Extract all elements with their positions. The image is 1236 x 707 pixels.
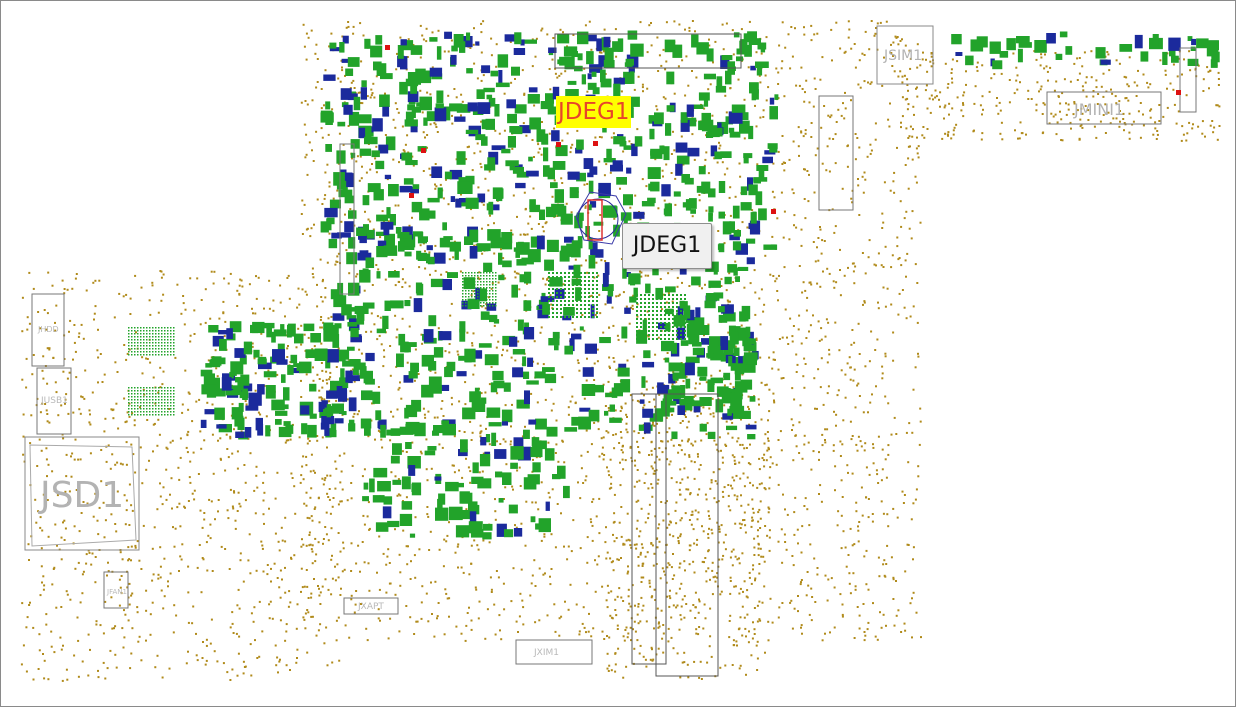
ref-label-jsim1: JSIM1 <box>884 48 923 64</box>
ddr-slot-outline <box>655 393 719 677</box>
red-marker <box>385 45 390 50</box>
pad-field <box>601 380 772 680</box>
bga-pins <box>636 294 686 340</box>
vertical-connector-outline <box>339 143 355 295</box>
sd-card-slot-outline <box>24 436 140 551</box>
ref-label-jfan1: JFAN1 <box>107 588 127 596</box>
fan-connector-outline <box>103 571 129 609</box>
hdd-connector-outline <box>31 293 65 367</box>
bga-pins <box>548 272 598 318</box>
ref-label-jxapt: JXAPT <box>358 602 384 612</box>
side-connector-outline <box>1179 47 1197 113</box>
mini-card-slot-outline <box>1046 91 1162 125</box>
red-marker <box>421 148 426 153</box>
component-cluster <box>362 421 570 540</box>
bottom-connector-outline <box>343 597 399 615</box>
connector-pins <box>128 327 175 356</box>
pad-field <box>900 50 1221 142</box>
component-cluster <box>200 321 359 440</box>
component-tooltip: JDEG1 <box>622 223 712 269</box>
red-marker <box>556 142 561 147</box>
selection-hull <box>575 191 627 245</box>
ref-label-jhdd: JHDD <box>38 325 59 334</box>
side-connector-outline <box>818 95 854 211</box>
search-highlight-label[interactable]: JDEG1 <box>556 96 632 128</box>
ref-label-jxim1: JXIM1 <box>534 648 559 658</box>
bottom-connector-outline <box>515 639 593 665</box>
ref-label-jsd1: JSD1 <box>40 475 125 516</box>
selected-component-outline <box>587 199 603 241</box>
red-marker <box>1176 90 1181 95</box>
red-marker <box>409 193 414 198</box>
sd-card-body-outline <box>29 444 137 547</box>
red-marker <box>593 141 598 146</box>
red-marker <box>771 209 776 214</box>
ref-label-jmini1: JMINI1 <box>1074 100 1125 119</box>
component-cluster <box>951 31 1220 70</box>
ddr-slot-outline <box>631 393 667 665</box>
sim-slot-outline <box>876 25 934 85</box>
ref-label-jusb1: JUSB1 <box>41 396 68 406</box>
bga-pins <box>462 272 497 307</box>
selected-component-marker <box>577 198 619 240</box>
usb-connector-outline <box>36 367 72 435</box>
top-connector-outline <box>554 33 742 69</box>
component-cluster <box>663 300 758 420</box>
connector-pins <box>128 387 175 416</box>
